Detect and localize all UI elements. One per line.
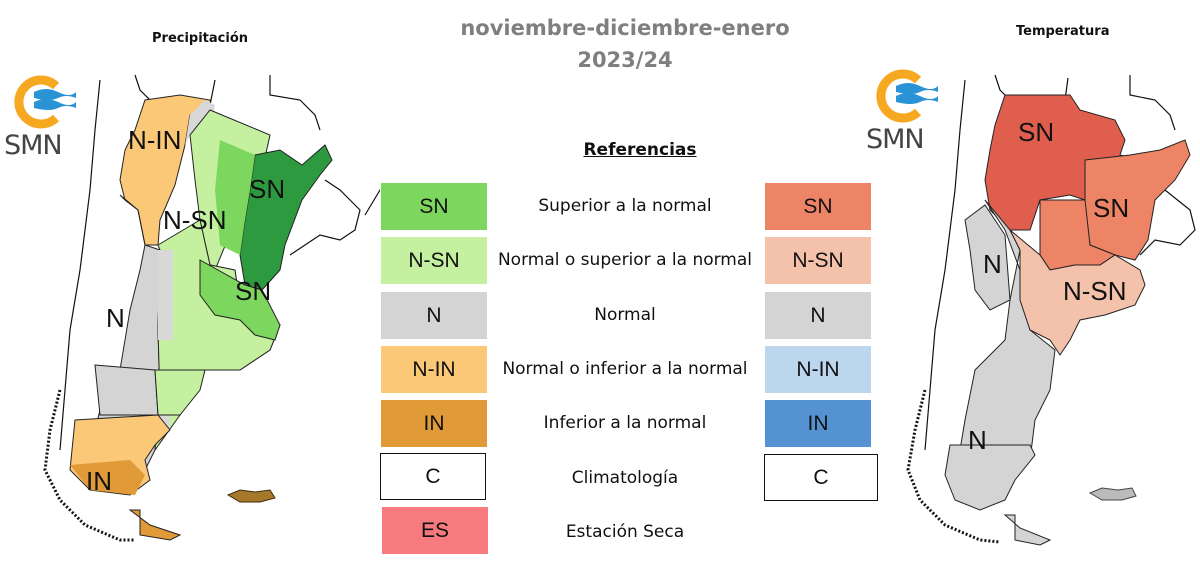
smn-logo-text: SMN bbox=[866, 124, 925, 155]
precip-label-buenos-aires: SN bbox=[235, 276, 272, 306]
temperature-title: Temperatura bbox=[1016, 24, 1110, 39]
precip-legend-sn: SN bbox=[381, 183, 487, 230]
legend-label-es: Estación Seca bbox=[565, 522, 685, 542]
temperature-map bbox=[906, 74, 1196, 546]
precip-label-west: N bbox=[106, 303, 125, 333]
temp-label-northeast: SN bbox=[1093, 193, 1130, 223]
legend-label-in: Inferior a la normal bbox=[543, 413, 707, 433]
precip-legend-c: C bbox=[380, 453, 486, 500]
legend-label-n: Normal bbox=[594, 305, 656, 325]
precip-label-center: N-SN bbox=[163, 205, 227, 235]
temp-legend-in: IN bbox=[765, 400, 871, 447]
smn-logo-left: SMN bbox=[4, 74, 84, 161]
legend-label-n-sn: Normal o superior a la normal bbox=[497, 250, 753, 270]
precip-legend-es: ES bbox=[382, 507, 488, 554]
season-year: 2023/24 bbox=[577, 48, 673, 72]
temp-label-north: SN bbox=[1018, 117, 1055, 147]
temp-label-west: N bbox=[983, 249, 1002, 279]
precip-label-south: IN bbox=[86, 466, 112, 496]
temp-legend-n: N bbox=[765, 292, 871, 339]
temp-legend-c: C bbox=[764, 454, 878, 501]
precipitation-map bbox=[43, 74, 380, 542]
legend-title: Referencias bbox=[583, 140, 697, 160]
precip-legend-in: IN bbox=[381, 400, 487, 447]
precipitation-title: Precipitación bbox=[152, 31, 249, 46]
precip-legend-n: N bbox=[381, 292, 487, 339]
temp-label-south: N bbox=[968, 425, 987, 455]
precip-label-north: N-IN bbox=[128, 125, 182, 155]
smn-logo-right: SMN bbox=[866, 68, 946, 155]
temp-legend-sn: SN bbox=[765, 183, 871, 230]
smn-logo-text: SMN bbox=[4, 130, 63, 161]
smn-logo-icon bbox=[876, 69, 938, 123]
temp-legend-n-sn: N-SN bbox=[765, 237, 871, 284]
temp-label-buenos-aires: N-SN bbox=[1063, 276, 1127, 306]
legend-label-c: Climatología bbox=[571, 468, 679, 488]
legend-label-n-in: Normal o inferior a la normal bbox=[502, 359, 748, 379]
smn-logo-icon bbox=[14, 75, 76, 129]
precip-legend-n-in: N-IN bbox=[381, 346, 487, 393]
precip-label-northeast: SN bbox=[249, 174, 286, 204]
temp-legend-n-in: N-IN bbox=[765, 346, 871, 393]
season-title: noviembre-diciembre-enero bbox=[460, 16, 790, 40]
precip-legend-n-sn: N-SN bbox=[381, 237, 487, 284]
legend-label-sn: Superior a la normal bbox=[538, 196, 712, 216]
